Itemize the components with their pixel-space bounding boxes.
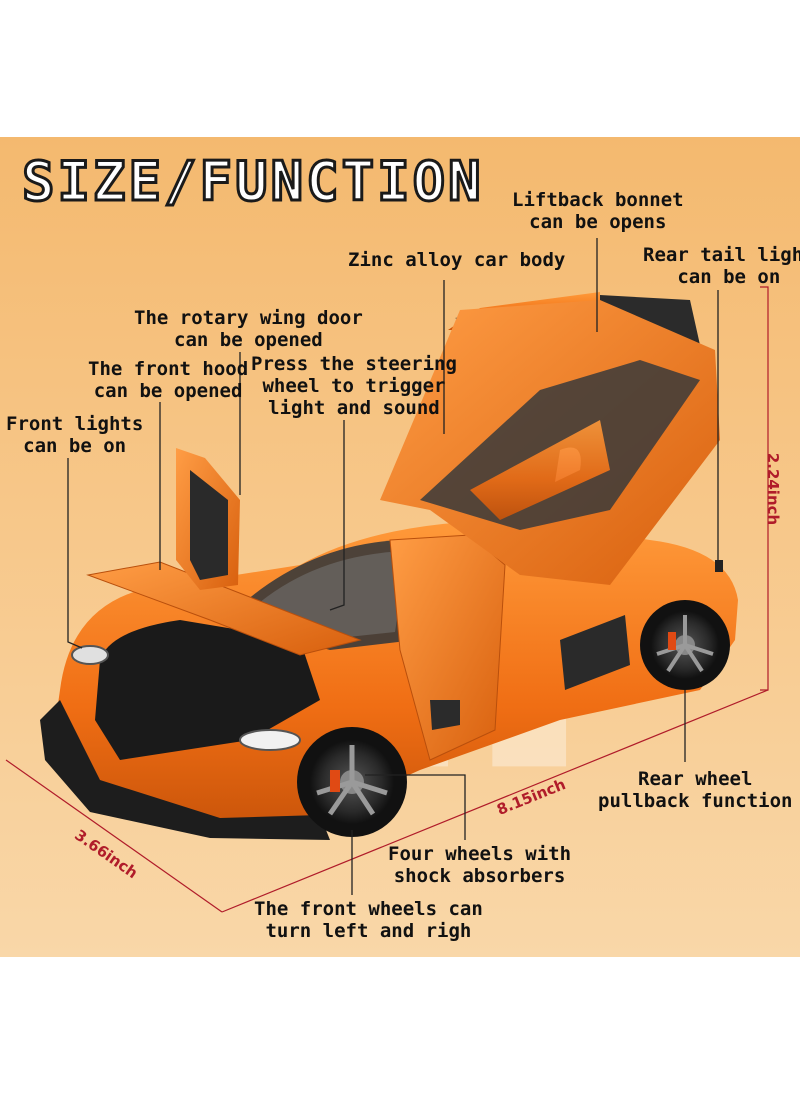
- front-hood: [86, 561, 362, 656]
- callout-rotary-wing-door: The rotary wing door can be opened: [134, 307, 363, 351]
- steering-line: [329, 420, 345, 611]
- callout-liftback-bonnet: Liftback bonnet can be opens: [512, 189, 684, 233]
- rear-wheel: [640, 600, 730, 690]
- dimension-lines: [5, 286, 769, 913]
- callout-rear-tail-light: Rear tail light can be on: [643, 244, 800, 288]
- front-door: [176, 448, 240, 590]
- width-dimension-line: [5, 759, 223, 913]
- height-dimension-line: [760, 286, 769, 691]
- callout-lines: [67, 238, 719, 895]
- dimension-height-label: 2.24inch: [764, 452, 783, 526]
- callout-front-hood: The front hood can be opened: [88, 358, 249, 402]
- page-title: SIZE/FUNCTION: [21, 149, 484, 215]
- front-wheel: [297, 727, 407, 837]
- callout-steering-wheel: Press the steering wheel to trigger ligh…: [251, 353, 457, 419]
- liftback-bonnet: [380, 300, 720, 585]
- callout-front-lights: Front lights can be on: [6, 413, 144, 457]
- callout-four-wheels: Four wheels with shock absorbers: [388, 843, 572, 887]
- front-lights-line: [67, 458, 83, 649]
- callout-rear-wheel-pullback: Rear wheel pullback function: [598, 768, 793, 812]
- length-dimension-line: [221, 689, 769, 913]
- four-wheels-line: [365, 774, 466, 840]
- callout-zinc-alloy-body: Zinc alloy car body: [348, 249, 566, 271]
- callout-front-wheels: The front wheels can turn left and righ: [254, 898, 483, 942]
